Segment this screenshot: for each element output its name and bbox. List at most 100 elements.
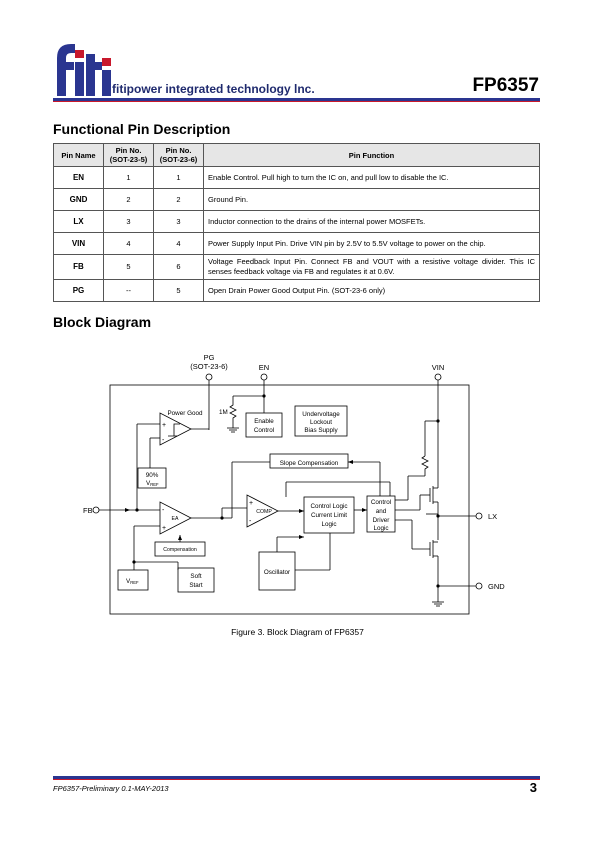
driver-label: Control bbox=[371, 499, 391, 506]
ninety-percent-label: 90% bbox=[146, 472, 159, 479]
col-pin-no-sot235: Pin No. (SOT-23-5) bbox=[103, 143, 154, 167]
en-label: EN bbox=[259, 363, 269, 372]
col-pin-function: Pin Function bbox=[203, 143, 540, 167]
vref-subscript: REF bbox=[150, 482, 159, 487]
driver-label: and bbox=[376, 508, 387, 515]
pin-no-sot236: 3 bbox=[153, 210, 204, 233]
power-good-label: Power Good bbox=[167, 410, 202, 417]
pin-no-sot235: 2 bbox=[103, 188, 154, 211]
fb-pin-terminal bbox=[92, 506, 100, 514]
vref-subscript: REF bbox=[130, 580, 139, 585]
ea-label: EA bbox=[172, 516, 179, 522]
comp-label: COMP bbox=[256, 509, 272, 515]
document-id: FP6357-Preliminary 0.1-MAY-2013 bbox=[53, 784, 169, 793]
slope-compensation-label: Slope Compensation bbox=[280, 460, 339, 467]
plus-sign: + bbox=[162, 525, 166, 532]
enable-control-label: Enable bbox=[254, 418, 274, 425]
figure-caption: Figure 3. Block Diagram of FP6357 bbox=[231, 627, 364, 637]
pin-name: LX bbox=[53, 210, 104, 233]
table-row: PG -- 5 Open Drain Power Good Output Pin… bbox=[53, 279, 540, 302]
block-section-title: Block Diagram bbox=[53, 314, 152, 330]
pg-label: PG bbox=[204, 353, 215, 362]
vref-main: V bbox=[146, 480, 151, 487]
fb-label: FB bbox=[83, 506, 93, 515]
vin-label: VIN bbox=[432, 363, 445, 372]
minus-sign: - bbox=[162, 437, 165, 444]
col-pkg-label: (SOT-23-5) bbox=[109, 155, 148, 164]
pin-function: Ground Pin. bbox=[203, 188, 540, 211]
pin-no-sot236: 1 bbox=[153, 166, 204, 189]
plus-sign: + bbox=[162, 422, 166, 429]
gnd-pin-terminal bbox=[475, 582, 483, 590]
en-pin-terminal bbox=[260, 373, 268, 381]
minus-sign: - bbox=[162, 507, 165, 514]
pg-pin-terminal bbox=[205, 373, 213, 381]
pg-package-label: (SOT-23-6) bbox=[190, 362, 228, 371]
vref-box-label: VREF bbox=[126, 578, 139, 585]
pin-no-sot235: 1 bbox=[103, 166, 154, 189]
table-row: FB 5 6 Voltage Feedback Input Pin. Conne… bbox=[53, 254, 540, 280]
pin-no-sot236: 6 bbox=[153, 254, 204, 280]
pin-no-sot235: 4 bbox=[103, 232, 154, 255]
footer-rule bbox=[53, 776, 540, 779]
pin-section-title: Functional Pin Description bbox=[53, 121, 231, 137]
col-pin-no-label: Pin No. bbox=[115, 146, 142, 155]
table-row: VIN 4 4 Power Supply Input Pin. Drive VI… bbox=[53, 232, 540, 255]
part-number: FP6357 bbox=[472, 75, 539, 96]
page-number: 3 bbox=[529, 780, 537, 795]
pin-no-sot235: 5 bbox=[103, 254, 154, 280]
pin-function: Open Drain Power Good Output Pin. (SOT-2… bbox=[203, 279, 540, 302]
uvlo-label: Undervoltage bbox=[302, 411, 340, 418]
soft-start-label: Soft bbox=[190, 573, 201, 580]
driver-label: Driver bbox=[373, 517, 390, 524]
oscillator-label: Oscillator bbox=[264, 569, 290, 576]
col-pkg-label: (SOT-23-6) bbox=[159, 155, 198, 164]
pin-function: Voltage Feedback Input Pin. Connect FB a… bbox=[203, 254, 540, 280]
table-row: GND 2 2 Ground Pin. bbox=[53, 188, 540, 211]
pin-no-sot236: 5 bbox=[153, 279, 204, 302]
vin-pin-terminal bbox=[434, 373, 442, 381]
footer-rule-accent bbox=[53, 779, 540, 780]
logic-label: Logic bbox=[321, 521, 336, 528]
pin-table-header: Pin Name Pin No. (SOT-23-5) Pin No. (SOT… bbox=[53, 143, 540, 167]
table-row: EN 1 1 Enable Control. Pull high to turn… bbox=[53, 166, 540, 189]
driver-label: Logic bbox=[373, 525, 388, 532]
fiti-logo bbox=[53, 42, 113, 98]
pin-no-sot235: 3 bbox=[103, 210, 154, 233]
chip-outline bbox=[109, 384, 470, 615]
company-name: fitipower integrated technology lnc. bbox=[112, 82, 315, 96]
lx-label: LX bbox=[488, 512, 497, 521]
pin-function: Inductor connection to the drains of the… bbox=[203, 210, 540, 233]
pin-name: VIN bbox=[53, 232, 104, 255]
pin-name: PG bbox=[53, 279, 104, 302]
pin-function: Enable Control. Pull high to turn the IC… bbox=[203, 166, 540, 189]
enable-control-label: Control bbox=[254, 427, 274, 434]
uvlo-label: Lockout bbox=[310, 419, 332, 426]
col-pin-name: Pin Name bbox=[53, 143, 104, 167]
compensation-label: Compensation bbox=[163, 547, 197, 553]
pin-function: Power Supply Input Pin. Drive VIN pin by… bbox=[203, 232, 540, 255]
block-diagram: PG (SOT-23-6) EN VIN FB LX GND Power Goo… bbox=[83, 353, 505, 615]
vref-main: V bbox=[126, 578, 131, 585]
soft-start-label: Start bbox=[189, 582, 203, 589]
minus-sign: - bbox=[249, 518, 252, 525]
pin-no-sot236: 4 bbox=[153, 232, 204, 255]
col-pin-no-sot236: Pin No. (SOT-23-6) bbox=[153, 143, 204, 167]
vref-label: VREF bbox=[146, 480, 159, 487]
pin-table: Pin Name Pin No. (SOT-23-5) Pin No. (SOT… bbox=[53, 143, 540, 302]
header-rule bbox=[53, 98, 540, 101]
pin-name: GND bbox=[53, 188, 104, 211]
control-logic-label: Control Logic bbox=[310, 503, 347, 510]
header-rule-accent bbox=[53, 101, 540, 102]
table-row: LX 3 3 Inductor connection to the drains… bbox=[53, 210, 540, 233]
plus-sign: + bbox=[249, 500, 253, 507]
pin-no-sot235: -- bbox=[103, 279, 154, 302]
lx-pin-terminal bbox=[475, 512, 483, 520]
uvlo-label: Bias Supply bbox=[304, 427, 338, 434]
current-limit-label: Current Limit bbox=[311, 512, 347, 519]
gnd-label: GND bbox=[488, 582, 505, 591]
col-pin-no-label: Pin No. bbox=[165, 146, 192, 155]
pin-name: FB bbox=[53, 254, 104, 280]
resistor-1m-label: 1M bbox=[219, 409, 228, 416]
pin-name: EN bbox=[53, 166, 104, 189]
